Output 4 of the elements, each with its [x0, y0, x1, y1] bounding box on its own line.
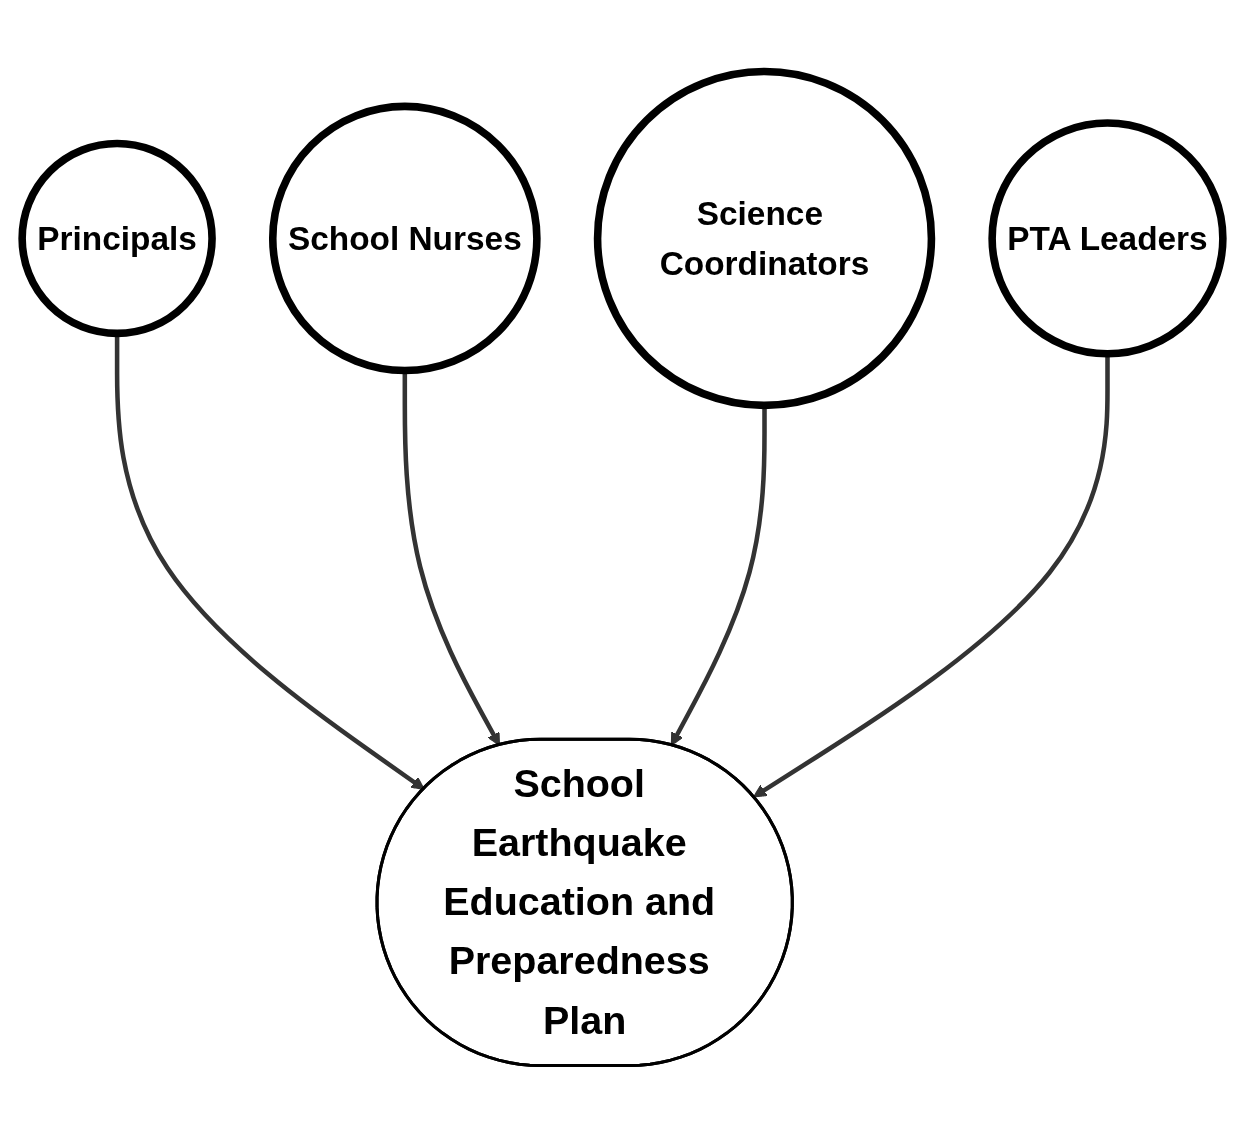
- node-circle: Principals: [18, 139, 216, 338]
- node-circle: School Nurses: [268, 102, 541, 375]
- node-circle: Science Coordinators: [593, 67, 936, 410]
- node-circle: PTA Leaders: [988, 119, 1227, 358]
